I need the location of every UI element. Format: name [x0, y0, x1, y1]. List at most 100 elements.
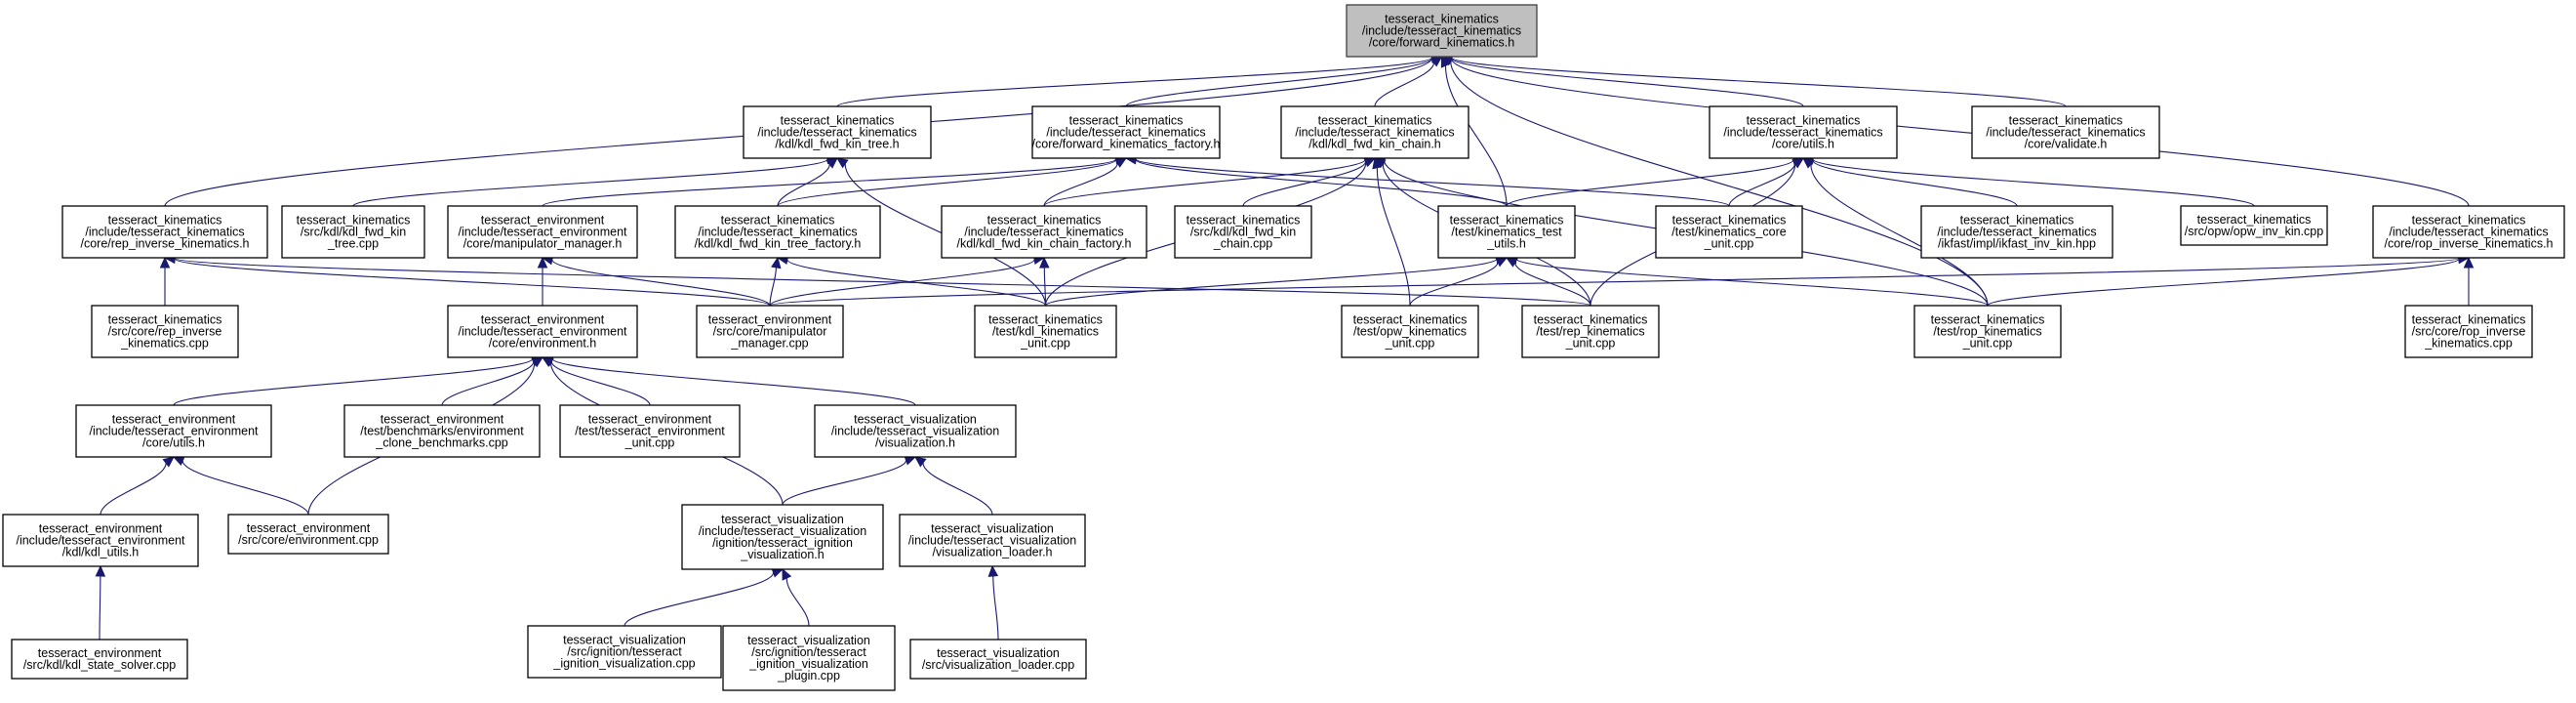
node-label-line: /include/tesseract_kinematics	[1362, 24, 1521, 38]
node-environment_cpp[interactable]: tesseract_environment/src/core/environme…	[227, 514, 389, 555]
edge-line	[1043, 162, 1118, 207]
node-forward_kinematics_factory_h[interactable]: tesseract_kinematics/include/tesseract_k…	[1031, 105, 1221, 159]
node-box	[1437, 205, 1576, 259]
node-root[interactable]: tesseract_kinematics/include/tesseract_k…	[1346, 4, 1538, 58]
edge-line	[352, 158, 828, 207]
node-kdl_state_solver_cpp[interactable]: tesseract_environment/src/kdl/kdl_state_…	[11, 639, 188, 680]
node-label-line: tesseract_kinematics	[297, 214, 411, 227]
edge-opw_inv_kin_cpp-to-core_utils_h	[1801, 153, 2255, 207]
node-manipulator_manager_cpp[interactable]: tesseract_environment/src/core/manipulat…	[696, 305, 844, 358]
node-label-line: /include/tesseract_kinematics	[698, 226, 857, 239]
node-label-line: _ignition_visualization	[748, 657, 868, 671]
edge-line	[542, 158, 1117, 207]
node-tesseract_environment_unit_cpp[interactable]: tesseract_environment/test/tesseract_env…	[559, 404, 741, 458]
node-kdl_fwd_kin_tree_factory_h[interactable]: tesseract_kinematics/include/tesseract_k…	[674, 205, 881, 259]
node-rop_inverse_kinematics_cpp[interactable]: tesseract_kinematics/src/core/rop_invers…	[2404, 305, 2533, 358]
node-label-line: /include/tesseract_environment	[458, 325, 627, 339]
edge-validate_h-to-root	[1440, 52, 2067, 107]
node-rep_inverse_kinematics_cpp[interactable]: tesseract_kinematics/src/core/rep_invers…	[91, 305, 239, 358]
node-box	[974, 305, 1117, 358]
edge-line	[785, 578, 810, 627]
edge-visualization_h-to-environment_h	[541, 353, 916, 406]
node-tesseract_ignition_visualization_cpp[interactable]: tesseract_visualization/src/ignition/tes…	[527, 625, 722, 679]
node-label-line: /src/kdl/kdl_fwd_kin	[301, 226, 406, 239]
node-environment_clone_benchmarks_cpp[interactable]: tesseract_environment/test/benchmarks/en…	[343, 404, 541, 458]
edge-rop_inverse_kinematics_h-to-root	[1440, 53, 2470, 207]
edge-line	[1987, 258, 2460, 307]
node-label-line: _clone_benchmarks.cpp	[375, 436, 508, 450]
node-core_utils_h[interactable]: tesseract_kinematics/include/tesseract_k…	[1709, 105, 1898, 159]
node-label-line: tesseract_visualization	[937, 646, 1060, 660]
node-label-line: tesseract_kinematics	[1187, 214, 1301, 227]
node-box	[2180, 205, 2328, 246]
node-label-line: /src/opw/opw_inv_kin.cpp	[2185, 225, 2323, 238]
node-label-line: /test/rop_kinematics	[1933, 325, 2041, 339]
node-box	[1031, 105, 1221, 159]
node-kdl_kinematics_unit_cpp[interactable]: tesseract_kinematics/test/kdl_kinematics…	[974, 305, 1117, 358]
node-label-line: tesseract_kinematics	[1931, 313, 2045, 327]
node-label-line: _unit.cpp	[1020, 337, 1070, 351]
edge-arrowhead	[162, 456, 175, 468]
node-rep_inverse_kinematics_h[interactable]: tesseract_kinematics/include/tesseract_k…	[61, 205, 268, 259]
edge-line	[1409, 262, 1499, 307]
node-box	[1521, 305, 1660, 358]
edge-arrowhead	[987, 564, 999, 577]
node-label-line: /include/tesseract_environment	[458, 226, 627, 239]
node-visualization_h[interactable]: tesseract_visualization/include/tesserac…	[814, 404, 1017, 458]
node-rep_kinematics_unit_cpp[interactable]: tesseract_kinematics/test/rep_kinematics…	[1521, 305, 1660, 358]
node-env_core_utils_h[interactable]: tesseract_environment/include/tesseract_…	[75, 404, 272, 458]
node-box	[2404, 305, 2533, 358]
node-validate_h[interactable]: tesseract_kinematics/include/tesseract_k…	[1971, 105, 2160, 159]
edge-line	[174, 257, 1591, 307]
node-label-line: _manager.cpp	[730, 337, 808, 351]
node-box	[91, 305, 239, 358]
node-kinematics_test_utils_h[interactable]: tesseract_kinematics/test/kinematics_tes…	[1437, 205, 1576, 259]
node-manipulator_manager_h[interactable]: tesseract_environment/include/tesseract_…	[447, 205, 638, 259]
node-box	[1971, 105, 2160, 159]
node-kdl_fwd_kin_tree_cpp[interactable]: tesseract_kinematics/src/kdl/kdl_fwd_kin…	[281, 205, 425, 259]
node-kinematics_core_unit_cpp[interactable]: tesseract_kinematics/test/kinematics_cor…	[1655, 205, 1803, 259]
node-box	[61, 205, 268, 259]
node-kdl_fwd_kin_chain_h[interactable]: tesseract_kinematics/include/tesseract_k…	[1280, 105, 1469, 159]
node-label-line: tesseract_kinematics	[2009, 114, 2123, 128]
node-kdl_fwd_kin_chain_factory_h[interactable]: tesseract_kinematics/include/tesseract_k…	[941, 205, 1147, 259]
node-label-line: /visualization_loader.h	[933, 546, 1053, 559]
node-label-line: /include/tesseract_kinematics	[757, 126, 916, 140]
node-box	[11, 639, 188, 680]
node-kdl_fwd_kin_tree_h[interactable]: tesseract_kinematics/include/tesseract_k…	[743, 105, 932, 159]
node-label-line: tesseract_kinematics	[108, 214, 222, 227]
node-kdl_utils_h[interactable]: tesseract_environment/include/tesseract_…	[2, 514, 199, 567]
node-label-line: /test/benchmarks/environment	[360, 425, 524, 438]
node-tesseract_ignition_visualization_plugin_cpp[interactable]: tesseract_visualization/src/ignition/tes…	[722, 625, 896, 691]
edge-line	[777, 164, 830, 207]
node-label-line: _ignition_visualization.cpp	[552, 657, 695, 671]
edge-env_core_utils_h-to-environment_h	[173, 353, 544, 406]
node-label-line: /core/rep_inverse_kinematics.h	[81, 237, 250, 251]
node-kdl_fwd_kin_chain_cpp[interactable]: tesseract_kinematics/src/kdl/kdl_fwd_kin…	[1174, 205, 1312, 259]
node-label-line: tesseract_kinematics	[1672, 214, 1787, 227]
edge-line	[100, 463, 167, 516]
node-label-line: /include/tesseract_kinematics	[1046, 126, 1205, 140]
edge-line	[624, 572, 775, 627]
edge-line	[181, 460, 309, 516]
node-visualization_loader_cpp[interactable]: tesseract_visualization/src/visualizatio…	[909, 639, 1087, 680]
node-opw_inv_kin_cpp[interactable]: tesseract_kinematics/src/opw/opw_inv_kin…	[2180, 205, 2328, 246]
node-label-line: /src/kdl/kdl_state_solver.cpp	[23, 658, 176, 672]
node-ikfast_inv_kin_hpp[interactable]: tesseract_kinematics/include/tesseract_k…	[1920, 205, 2113, 259]
node-visualization_loader_h[interactable]: tesseract_visualization/include/tesserac…	[899, 514, 1086, 567]
node-environment_h[interactable]: tesseract_environment/include/tesseract_…	[447, 305, 638, 358]
node-label-line: _kinematics.cpp	[2424, 337, 2513, 351]
node-label-line: /src/core/environment.cpp	[238, 533, 379, 547]
edge-layer	[95, 52, 2475, 641]
node-rop_inverse_kinematics_h[interactable]: tesseract_kinematics/include/tesseract_k…	[2372, 205, 2565, 259]
node-label-line: /include/tesseract_kinematics	[1986, 126, 2145, 140]
node-label-line: tesseract_kinematics	[1318, 114, 1432, 128]
node-opw_kinematics_unit_cpp[interactable]: tesseract_kinematics/test/opw_kinematics…	[1341, 305, 1479, 358]
node-tesseract_ignition_visualization_h[interactable]: tesseract_visualization/include/tesserac…	[681, 504, 884, 570]
node-rop_kinematics_unit_cpp[interactable]: tesseract_kinematics/test/rop_kinematics…	[1913, 305, 2062, 358]
edge-arrowhead	[2463, 256, 2475, 269]
node-label-line: _unit.cpp	[1565, 337, 1616, 351]
edge-line	[550, 360, 651, 406]
edge-line	[1242, 161, 1367, 207]
